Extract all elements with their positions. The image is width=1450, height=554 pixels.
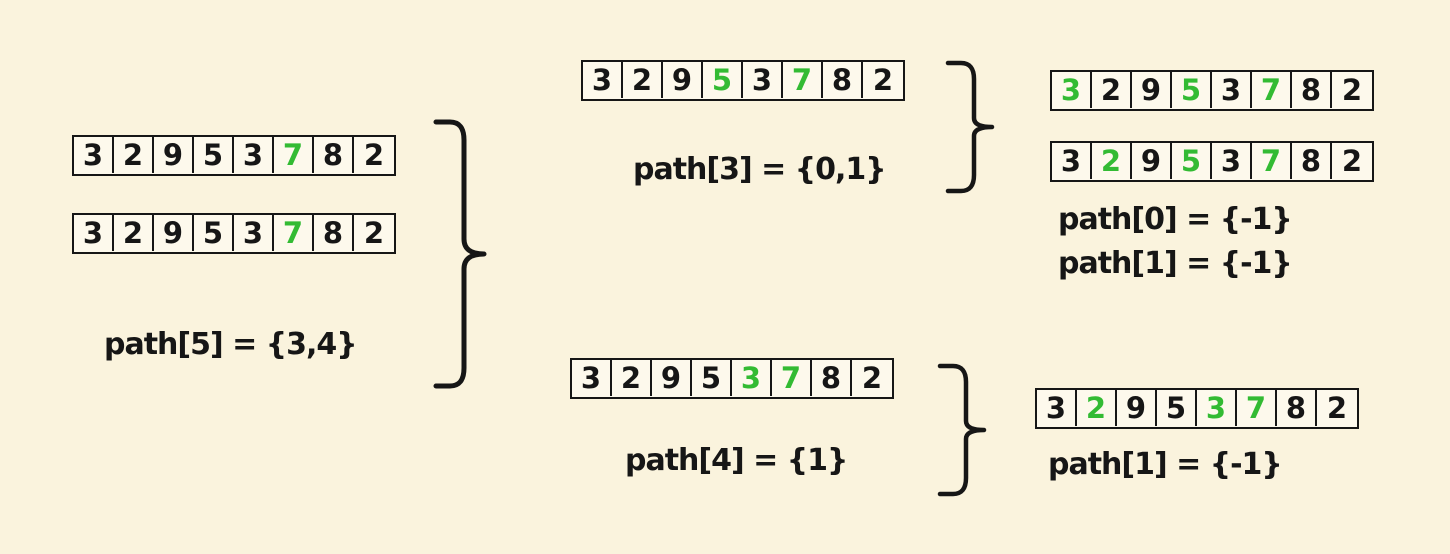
array-cell: 8 [812, 360, 852, 396]
array-cell-highlighted: 7 [783, 62, 823, 98]
label-path-5: path[5] = {3,4} [104, 327, 358, 362]
array-cell: 2 [861, 361, 883, 395]
array-cell: 9 [663, 62, 703, 98]
array-cell-highlighted: 7 [1252, 72, 1292, 108]
array-cell: 8 [314, 215, 354, 251]
array-cell: 5 [194, 215, 234, 251]
array-cell: 3 [234, 137, 274, 173]
array-cell-highlighted: 5 [1172, 143, 1212, 179]
label-path-4: path[4] = {1} [625, 443, 848, 478]
label-path-1-bottom: path[1] = {-1} [1048, 447, 1283, 482]
array-cell: 9 [652, 360, 692, 396]
array-cell: 8 [314, 137, 354, 173]
array-cell: 3 [743, 62, 783, 98]
array-cell: 5 [194, 137, 234, 173]
array-cell: 2 [363, 138, 385, 172]
array-cell: 3 [1052, 143, 1092, 179]
array-cell-highlighted: 5 [703, 62, 743, 98]
array-cell-highlighted: 7 [1237, 390, 1277, 426]
curly-brace-left-group [433, 119, 487, 389]
array-cell: 2 [872, 63, 894, 97]
array-cell: 3 [74, 215, 114, 251]
label-path-3: path[3] = {0,1} [633, 152, 887, 187]
array-cell-highlighted: 7 [1252, 143, 1292, 179]
array-cell: 9 [154, 215, 194, 251]
array-cell: 3 [74, 137, 114, 173]
array-cell: 9 [1132, 72, 1172, 108]
array-cell: 2 [1341, 73, 1363, 107]
array-cell: 2 [1326, 391, 1348, 425]
array-cell: 9 [1132, 143, 1172, 179]
array-cell: 2 [363, 216, 385, 250]
array-cell-highlighted: 2 [1092, 143, 1132, 179]
curly-brace-top-middle-group [945, 60, 995, 194]
array-cell: 8 [823, 62, 863, 98]
array-cell: 3 [1212, 143, 1252, 179]
array-cell: 5 [692, 360, 732, 396]
array-cell: 8 [1292, 72, 1332, 108]
array-cell-highlighted: 3 [732, 360, 772, 396]
array-cell: 2 [623, 62, 663, 98]
array-cell-highlighted: 2 [1077, 390, 1117, 426]
curly-brace-bottom-middle-group [937, 363, 987, 497]
array-cell: 3 [1212, 72, 1252, 108]
array-cell: 3 [583, 62, 623, 98]
array-cell: 2 [114, 215, 154, 251]
label-path-0: path[0] = {-1} [1058, 202, 1293, 237]
array-cell: 9 [1117, 390, 1157, 426]
array-cell: 8 [1277, 390, 1317, 426]
array-cell: 9 [154, 137, 194, 173]
array-cell-highlighted: 3 [1052, 72, 1092, 108]
label-path-1: path[1] = {-1} [1058, 246, 1293, 281]
array-cell: 5 [1157, 390, 1197, 426]
array-cell: 3 [1037, 390, 1077, 426]
array-cell-highlighted: 5 [1172, 72, 1212, 108]
array-cell: 3 [234, 215, 274, 251]
array-cell: 2 [1341, 144, 1363, 178]
array-cell: 8 [1292, 143, 1332, 179]
array-cell: 2 [114, 137, 154, 173]
array-cell-highlighted: 7 [274, 215, 314, 251]
array-cell-highlighted: 3 [1197, 390, 1237, 426]
array-cell-highlighted: 7 [274, 137, 314, 173]
array-cell: 3 [572, 360, 612, 396]
array-cell: 2 [1092, 72, 1132, 108]
array-cell-highlighted: 7 [772, 360, 812, 396]
array-cell: 2 [612, 360, 652, 396]
